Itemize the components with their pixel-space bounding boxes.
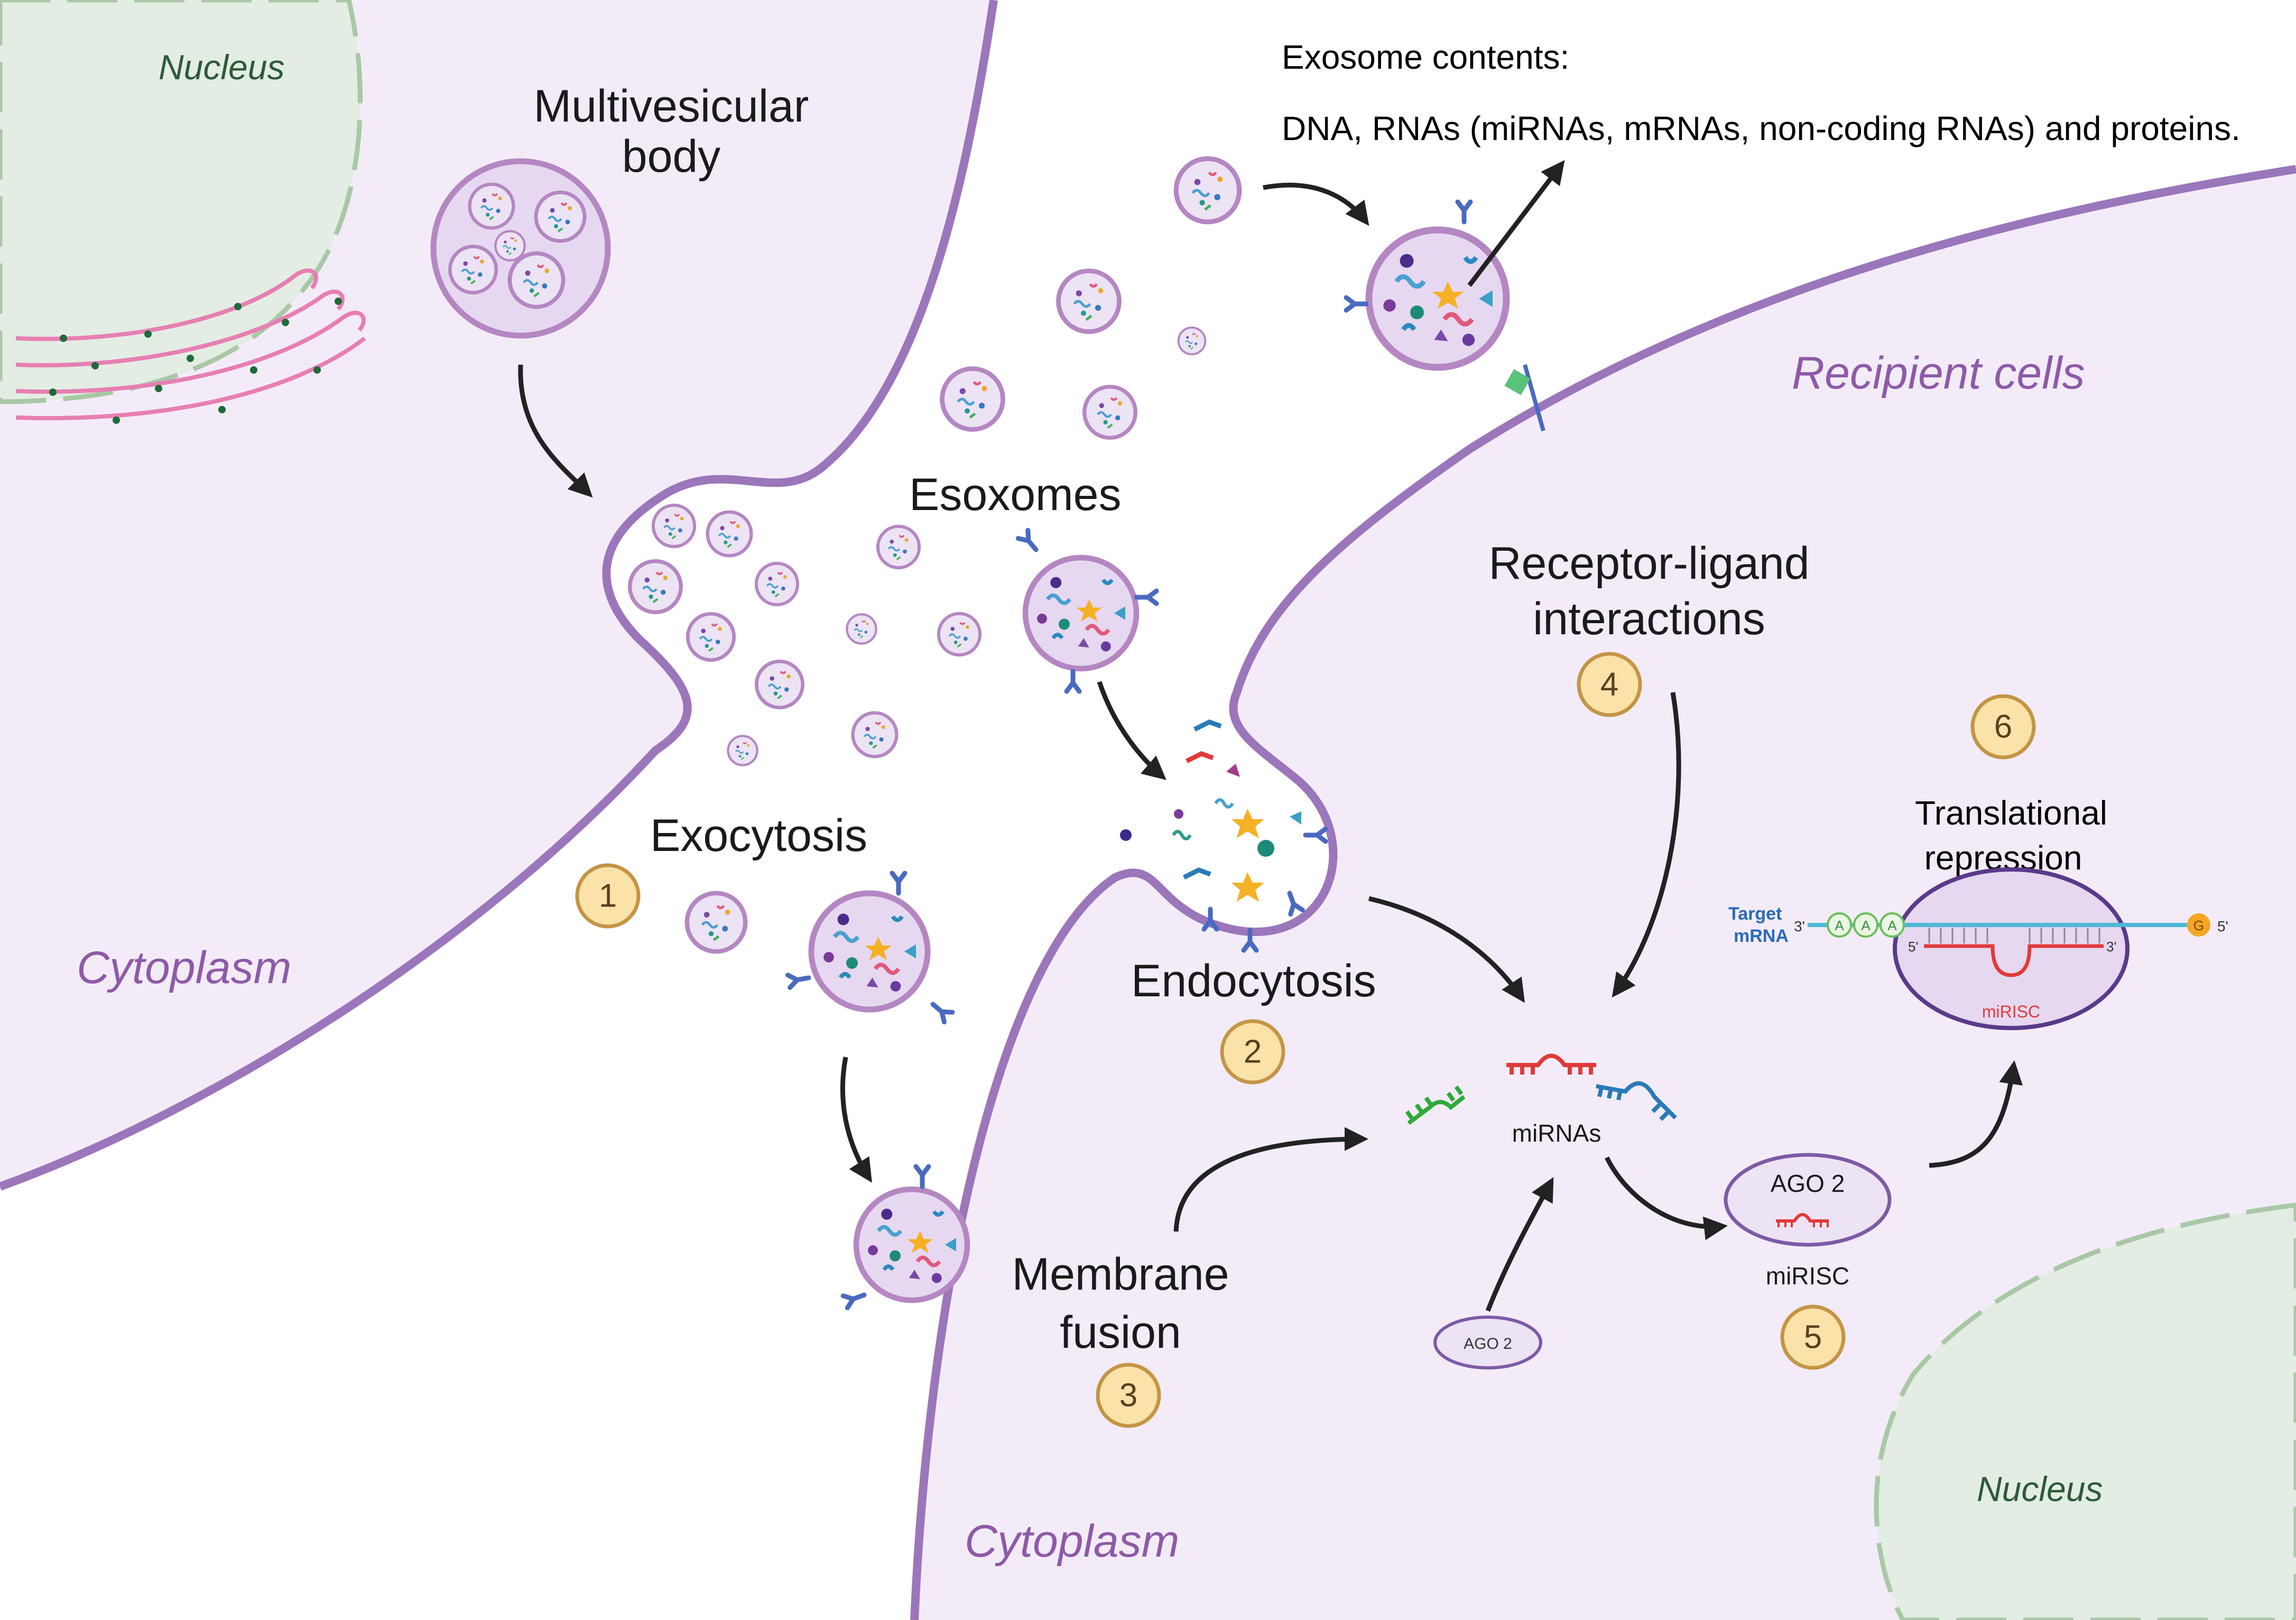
recipient-cytoplasm-label: Cytoplasm [965, 1516, 1179, 1567]
exosomes-label: Esoxomes [909, 469, 1122, 520]
endoplasmic-reticulum [15, 268, 366, 424]
exosome-membrane-fusion [843, 1167, 967, 1308]
mirna-3prime: 3' [2106, 939, 2116, 955]
exosome-exocytosis [788, 873, 952, 1022]
arrow-mvb-to-membrane [518, 364, 593, 498]
step-6-number: 6 [1994, 709, 2012, 745]
exosome-contents-text: DNA, RNAs (miRNAs, mRNAs, non-coding RNA… [1282, 109, 2241, 147]
mirisc-inner-label: miRISC [1982, 1002, 2040, 1021]
step-6-label-line1: Translational [1915, 794, 2107, 832]
arrow-mirnas-to-mirisc [1604, 1156, 1728, 1241]
arrow-exocytosis-to-fusion [840, 1057, 872, 1183]
mirisc-ribosome [1893, 867, 2130, 1030]
poly-a-2-text: A [1861, 918, 1871, 933]
ago2-protein: AGO 2 [1433, 1316, 1542, 1369]
donor-cell-membrane [0, 0, 998, 1191]
mirna-blue [1596, 1081, 1677, 1121]
ago2-label: AGO 2 [1464, 1335, 1512, 1353]
step-2-number: 2 [1244, 1034, 1262, 1070]
arrow-endocytosis-to-mirnas [1368, 896, 1525, 1003]
mirna-red [1506, 1053, 1596, 1075]
mirna-5prime: 5' [1908, 939, 1918, 955]
recipient-cells-title: Recipient cells [1792, 348, 2085, 399]
poly-a-2 [1853, 912, 1878, 938]
mrna-cap [2187, 913, 2210, 937]
mrna-3prime: 3' [1794, 918, 1805, 934]
budding-vesicles [630, 505, 798, 660]
step-1-number: 1 [599, 878, 617, 914]
step-3-badge: 3 [1096, 1363, 1161, 1428]
step-4-label-line2: interactions [1533, 594, 1765, 644]
endocytosis-contents [1120, 719, 1326, 950]
recipient-cell-body [914, 169, 2296, 1620]
step-1-label: Exocytosis [650, 810, 867, 861]
arrow-fusion-to-mirnas [1173, 1127, 1368, 1232]
target-mrna-label-1: Target [1728, 904, 1782, 924]
step-4-number: 4 [1600, 666, 1618, 703]
mrna-5prime: 5' [2217, 918, 2228, 934]
poly-a-3-text: A [1887, 918, 1897, 933]
ago2-complex-label: AGO 2 [1771, 1170, 1845, 1197]
exosome-receptor-bound [1346, 202, 1545, 432]
step-1-badge: 1 [575, 863, 641, 929]
target-mrna-label-2: mRNA [1734, 926, 1789, 946]
mirna-green [1405, 1085, 1466, 1125]
step-3-number: 3 [1119, 1377, 1137, 1414]
mvb-label-line1: Multivesicular [534, 81, 809, 132]
arrow-contents [1467, 160, 1565, 287]
step-5-number: 5 [1804, 1319, 1822, 1356]
step-4-label-line1: Receptor-ligand [1488, 538, 1809, 589]
step-3-label-line1: Membrane [1012, 1249, 1229, 1300]
bound-mirna: 5' 3' miRISC [1908, 928, 2116, 1021]
flow-arrows [518, 160, 2023, 1312]
step-2-label: Endocytosis [1131, 956, 1376, 1006]
exosome-contents-title: Exosome contents: [1282, 38, 1569, 76]
mrna-cap-text: G [2193, 918, 2204, 933]
step-3-label-line2: fusion [1060, 1307, 1181, 1358]
poly-a-1-text: A [1835, 918, 1844, 933]
exosome-large [1018, 530, 1156, 691]
step-6-badge: 6 [1970, 694, 2036, 760]
arrow-mirisc-to-repression [1929, 1060, 2023, 1168]
mirnas-label: miRNAs [1512, 1119, 1601, 1147]
mvb-label-line2: body [622, 131, 721, 182]
multivesicular-body [430, 158, 611, 339]
poly-a-1 [1827, 912, 1852, 938]
arrow-ago2-to-mirnas [1485, 1177, 1554, 1312]
recipient-cell-membrane [910, 165, 2296, 1620]
arrow-exosome-to-receptor [1263, 182, 1369, 226]
ago2-mirisc-complex: AGO 2 [1724, 1153, 1892, 1247]
step-4-badge: 4 [1577, 652, 1642, 717]
step-5-label: miRISC [1766, 1262, 1849, 1290]
step-2-badge: 2 [1220, 1019, 1285, 1085]
step-5-badge: 5 [1780, 1304, 1846, 1370]
arrow-exosome-to-endocytosis [1097, 681, 1166, 780]
recipient-nucleus-label: Nucleus [1977, 1469, 2103, 1508]
poly-a-3 [1880, 912, 1905, 938]
target-mrna: A A A G 3' 5' Target mRNA [1728, 904, 2228, 946]
donor-nucleus [0, 0, 363, 404]
recipient-nucleus [1874, 1202, 2296, 1620]
donor-cytoplasm-label: Cytoplasm [77, 942, 291, 993]
donor-nucleus-label: Nucleus [159, 48, 284, 87]
arrow-receptor-to-mirnas [1612, 692, 1681, 998]
